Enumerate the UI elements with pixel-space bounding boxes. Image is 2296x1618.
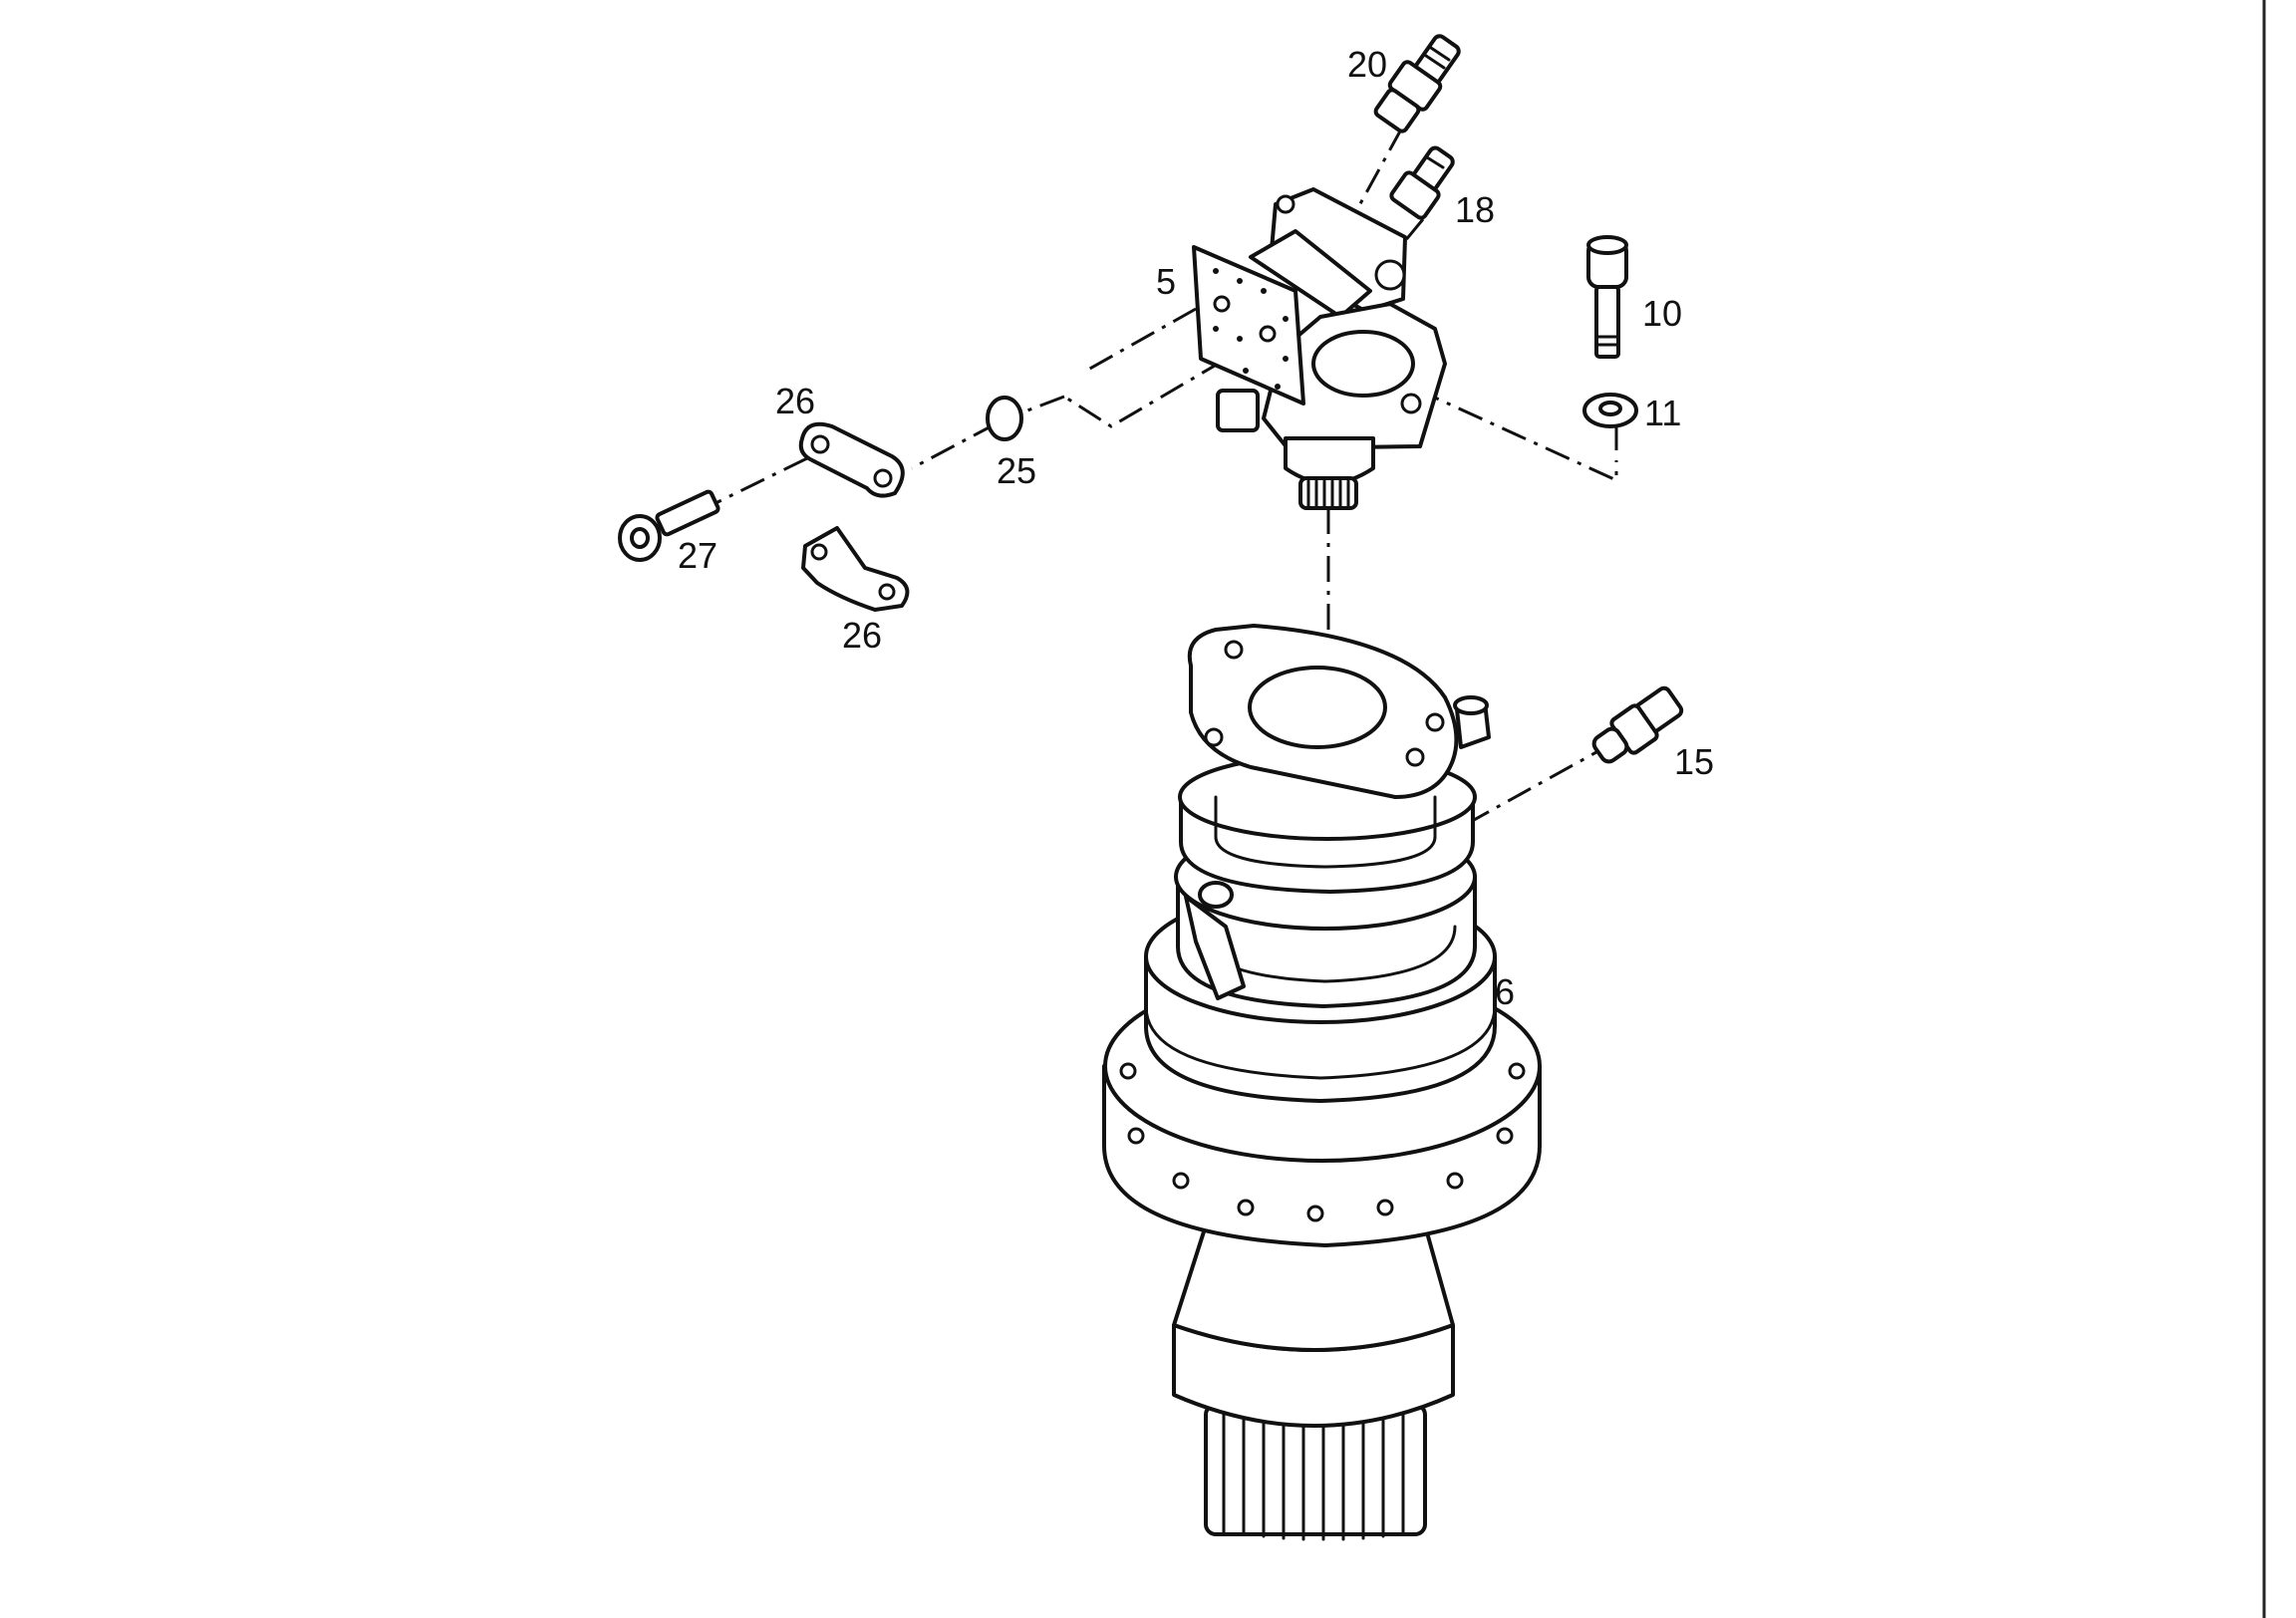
callout-26-lower: 26	[842, 615, 882, 656]
callout-10: 10	[1642, 293, 1682, 334]
leader-27	[709, 456, 808, 508]
leader-11	[1414, 387, 1618, 483]
leader-5-upper	[1085, 307, 1197, 373]
leader-26-clamp	[911, 421, 998, 470]
part-27-socket-screw	[618, 489, 720, 562]
callout-27: 27	[678, 535, 718, 576]
callout-labels: 20 18 5 10 11 26 25 27 26 15 6	[678, 44, 1714, 1012]
callout-6: 6	[1495, 971, 1515, 1012]
callout-15: 15	[1674, 741, 1714, 782]
part-25-o-ring	[986, 396, 1023, 441]
leader-lines	[709, 127, 1618, 827]
callout-11: 11	[1644, 393, 1681, 433]
part-5-hydraulic-motor	[1192, 187, 1447, 510]
part-26-lower-clamp	[801, 526, 910, 612]
part-15-fitting	[1591, 685, 1684, 764]
part-26-upper-clamp	[798, 421, 905, 498]
part-10-bolt	[1586, 235, 1628, 359]
leader-15	[1464, 740, 1615, 827]
flange-bolt-holes	[1119, 1062, 1526, 1222]
callout-20: 20	[1347, 44, 1387, 85]
part-6-gearbox	[1102, 624, 1542, 1541]
part-20-fitting	[1373, 34, 1461, 134]
callout-5: 5	[1156, 261, 1176, 302]
callout-25: 25	[997, 450, 1036, 491]
part-18-fitting	[1389, 145, 1455, 220]
callout-18: 18	[1455, 189, 1495, 230]
callout-26-upper: 26	[775, 381, 815, 421]
part-11-washer	[1582, 393, 1638, 428]
leader-20	[1355, 127, 1404, 210]
